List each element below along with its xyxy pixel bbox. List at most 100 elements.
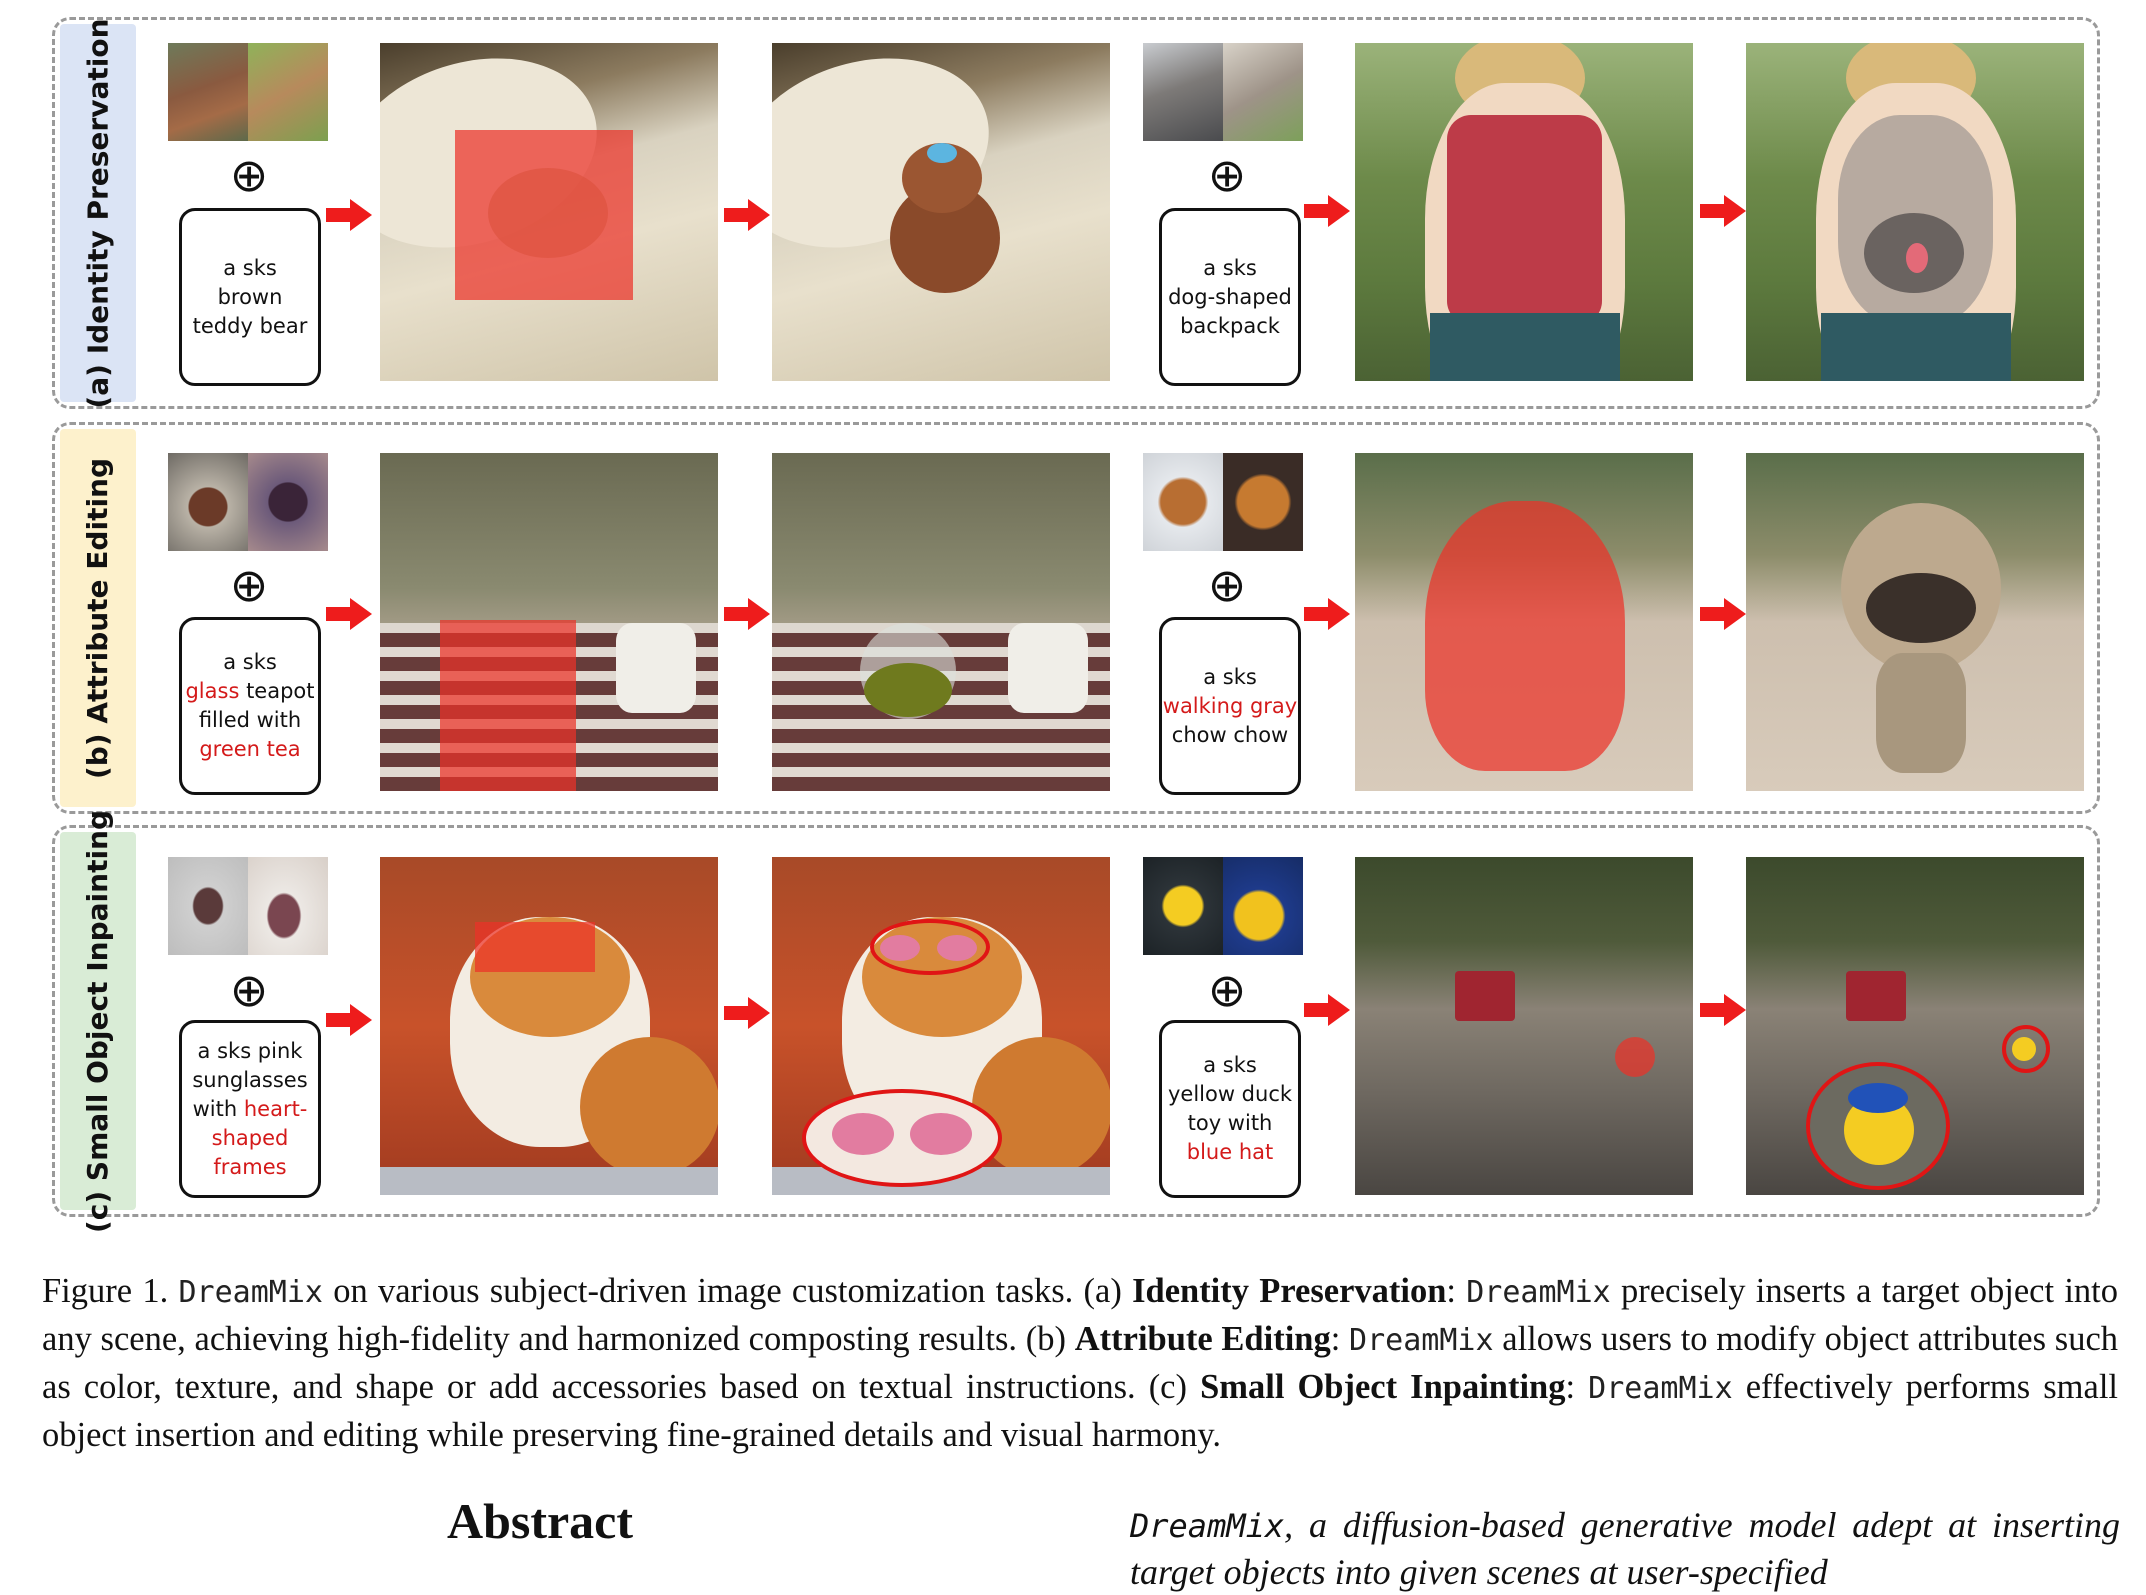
oplus-icon: ⊕: [1207, 963, 1247, 1017]
caption-label-c: Small Object Inpainting: [1200, 1368, 1566, 1406]
arrow-icon: [724, 598, 770, 630]
prompt-line: sunglasses: [192, 1067, 308, 1092]
scene-path-dog-masked: [1355, 453, 1693, 791]
prompt-line: dog-shaped: [1168, 284, 1292, 309]
panel-identity-preservation: [52, 17, 2100, 409]
prompt-highlight: blue hat: [1186, 1140, 1274, 1164]
arrow-icon: [326, 598, 372, 630]
prompt-highlight: frames: [213, 1154, 287, 1179]
prompt-line: brown: [217, 284, 283, 309]
scene-corgi-masked: [380, 857, 718, 1195]
abstract-model-name: DreamMix: [1130, 1507, 1285, 1545]
prompt-line: a sks: [223, 650, 277, 674]
reference-images-teapot: [168, 453, 328, 551]
arrow-icon: [1700, 598, 1746, 630]
caption-text: precisely inserts a target object into a…: [42, 1272, 2118, 1358]
scene-forest-masked: [1355, 43, 1693, 381]
reference-images-backpack: [1143, 43, 1303, 141]
zoom-ring: [2002, 1025, 2050, 1073]
prompt-line: filled with: [198, 708, 302, 732]
insertion-mask: [1425, 501, 1625, 771]
caption-text: :: [1565, 1368, 1589, 1406]
caption-label-a: Identity Preservation: [1132, 1272, 1447, 1310]
insertion-mask: [1615, 1037, 1655, 1077]
prompt-highlight: glass: [185, 679, 240, 703]
abstract-heading: Abstract: [446, 1493, 634, 1549]
arrow-icon: [1700, 994, 1746, 1026]
zoom-ring: [870, 919, 990, 975]
prompt-box-teddy: a sks brown teddy bear: [179, 208, 321, 386]
caption-model-name: DreamMix: [1588, 1371, 1733, 1406]
oplus-icon: ⊕: [229, 558, 269, 612]
arrow-icon: [326, 1004, 372, 1036]
prompt-line: teddy bear: [192, 313, 308, 338]
arrow-icon: [724, 997, 770, 1029]
row-label-c-text: (c) Small Object Inpainting: [81, 809, 115, 1233]
reference-images-sunglasses: [168, 857, 328, 955]
prompt-line: backpack: [1180, 313, 1280, 338]
caption-text: :: [1446, 1272, 1467, 1310]
prompt-highlight: shaped: [211, 1125, 289, 1150]
prompt-line: yellow duck: [1167, 1082, 1293, 1106]
panel-attribute-editing: [52, 422, 2100, 814]
figure-caption: Figure 1. DreamMix on various subject-dr…: [42, 1268, 2118, 1458]
prompt-box-teapot: a sks glass teapot filled with green tea: [179, 617, 321, 795]
result-forest-dog-backpack: [1746, 43, 2084, 381]
panel-small-object-inpainting: [52, 825, 2100, 1217]
caption-text: allows users to modify object attributes…: [42, 1320, 2119, 1406]
prompt-highlight: walking gray: [1162, 693, 1298, 718]
result-rocks-duck: [1746, 857, 2084, 1195]
result-path-chowchow: [1746, 453, 2084, 791]
caption-label-b: Attribute Editing: [1074, 1320, 1331, 1358]
prompt-box-chowchow: a sks walking gray chow chow: [1159, 617, 1301, 795]
prompt-line: glass teapot: [182, 677, 318, 706]
prompt-text: teapot: [239, 679, 315, 703]
arrow-icon: [724, 199, 770, 231]
insertion-mask: [1447, 115, 1602, 325]
arrow-icon: [1304, 598, 1350, 630]
arrow-icon: [1700, 195, 1746, 227]
prompt-line: a sks: [1203, 255, 1257, 280]
row-label-c: (c) Small Object Inpainting: [60, 809, 136, 1233]
scene-table-masked: [380, 453, 718, 791]
result-table-glass-teapot: [772, 453, 1110, 791]
prompt-line: a sks pink: [197, 1038, 303, 1063]
caption-model-name: DreamMix: [1349, 1323, 1494, 1358]
arrow-icon: [326, 199, 372, 231]
oplus-icon: ⊕: [229, 148, 269, 202]
prompt-line: a sks: [1203, 664, 1257, 689]
oplus-icon: ⊕: [1207, 558, 1247, 612]
scene-bedroom-masked: [380, 43, 718, 381]
oplus-icon: ⊕: [1207, 148, 1247, 202]
caption-text: :: [1330, 1320, 1350, 1358]
prompt-box-backpack: a sks dog-shaped backpack: [1159, 208, 1301, 386]
row-label-a-text: (a) Identity Preservation: [81, 17, 115, 409]
reference-images-duck: [1143, 857, 1303, 955]
arrow-icon: [1304, 994, 1350, 1026]
prompt-highlight: heart-: [243, 1096, 308, 1121]
prompt-box-duck: a sks yellow duck toy with blue hat: [1159, 1020, 1301, 1198]
prompt-line: a sks: [223, 255, 277, 280]
prompt-line: a sks: [1203, 1053, 1257, 1077]
prompt-box-sunglasses: a sks pink sunglasses with heart- shaped…: [179, 1020, 321, 1198]
oplus-icon: ⊕: [229, 963, 269, 1017]
result-corgi-sunglasses: [772, 857, 1110, 1195]
caption-text: on various subject-driven image customiz…: [322, 1272, 1133, 1310]
prompt-line: toy with: [1187, 1111, 1273, 1135]
caption-model-name: DreamMix: [178, 1275, 323, 1310]
caption-prefix: Figure 1.: [42, 1272, 169, 1310]
row-label-b-text: (b) Attribute Editing: [81, 457, 115, 779]
caption-text: effectively performs small object insert…: [42, 1368, 2118, 1454]
abstract-intro: DreamMix, a diffusion-based generative m…: [1130, 1502, 2120, 1595]
row-label-a: (a) Identity Preservation: [60, 18, 136, 408]
prompt-line: with heart-: [182, 1095, 318, 1124]
arrow-icon: [1304, 195, 1350, 227]
scene-rocks-masked: [1355, 857, 1693, 1195]
prompt-line: chow chow: [1171, 722, 1289, 747]
insertion-mask: [440, 620, 576, 791]
prompt-highlight: green tea: [199, 737, 301, 761]
insertion-mask: [475, 922, 595, 972]
result-bedroom-teddy: [772, 43, 1110, 381]
prompt-text: with: [192, 1096, 244, 1121]
caption-model-name: DreamMix: [1466, 1275, 1611, 1310]
